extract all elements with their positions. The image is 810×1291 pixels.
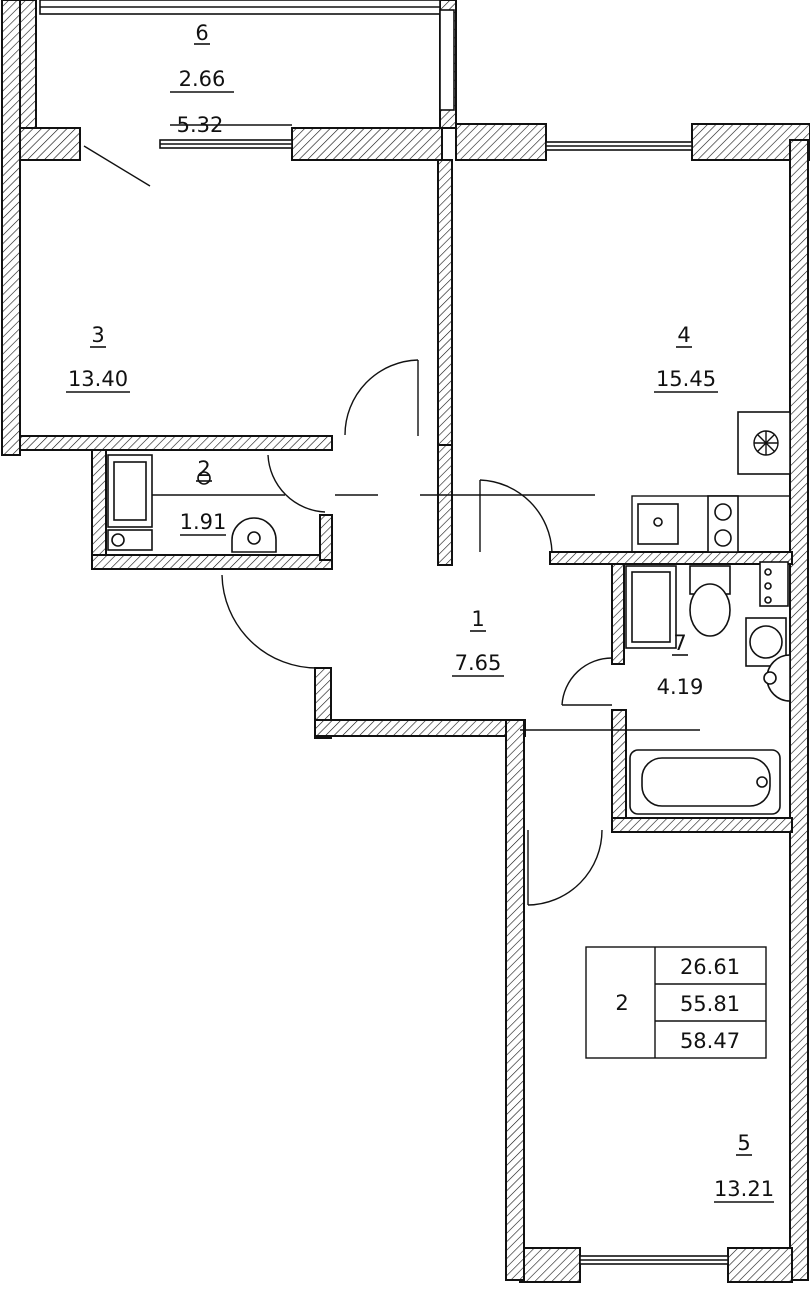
wall-room2-bottom (91, 554, 333, 570)
room-1-number: 1 (471, 607, 484, 631)
wall-room2-left (91, 449, 107, 569)
room-7-label: 7 4.19 (657, 631, 704, 699)
room-6-number: 6 (195, 21, 208, 45)
room-3-area: 13.40 (68, 367, 128, 391)
wall-bottom-room5-left (519, 1247, 581, 1283)
wall-bottom-room5-right (727, 1247, 793, 1283)
wall-room3-bottom (19, 435, 333, 451)
windows (39, 0, 729, 1265)
room-3-number: 3 (91, 323, 104, 347)
wall-top-room4-left (455, 123, 547, 161)
door-room4 (479, 479, 553, 553)
door-balcony (83, 145, 151, 187)
summary-living-area: 26.61 (680, 955, 740, 979)
room-4-label: 4 15.45 (654, 323, 718, 393)
door-room2 (267, 454, 326, 513)
balcony-reduced-area: 5.32 (177, 113, 224, 137)
wall-room5-left (505, 719, 525, 1281)
room-labels: 6 2.66 5.32 3 13.40 4 15.45 2 1.91 1 (66, 21, 774, 1203)
room-1-area: 7.65 (455, 651, 502, 675)
summary-table: 2 26.61 55.81 58.47 (585, 946, 767, 1059)
room-2-label: 2 1.91 (180, 457, 227, 536)
wall-room3-room4 (437, 159, 453, 446)
doors (83, 145, 613, 906)
room-4-area: 15.45 (656, 367, 716, 391)
room-7-area: 4.19 (657, 675, 704, 699)
fixtures (107, 411, 791, 815)
wall-room1-room4 (437, 444, 453, 566)
room-5-area: 13.21 (714, 1177, 774, 1201)
section-lines (150, 494, 700, 731)
room-3-label: 3 13.40 (66, 323, 130, 393)
door-room5 (527, 829, 603, 906)
room-2-area: 1.91 (180, 510, 227, 534)
wall-room7-left-bottom (611, 709, 627, 831)
door-room3 (344, 359, 419, 436)
wall-right-outer (789, 139, 809, 1281)
toilet-room7 (689, 583, 731, 637)
wall-loggia-left (19, 0, 37, 131)
room-5-label: 5 13.21 (714, 1131, 774, 1203)
wall-room1-bottom (314, 719, 526, 737)
room-1-label: 1 7.65 (452, 607, 504, 677)
wall-top-room3-right (291, 127, 443, 161)
window-loggia-side (439, 9, 455, 111)
room-4-number: 4 (677, 323, 690, 347)
wall-room7-bottom (611, 817, 793, 833)
wall-top-room3-left (19, 127, 81, 161)
room-6-label: 6 2.66 5.32 (170, 21, 234, 137)
room-7-number: 7 (673, 631, 686, 655)
room-5-number: 5 (737, 1131, 750, 1155)
summary-total-area: 55.81 (680, 992, 740, 1016)
wall-room7-left-top (611, 563, 625, 665)
summary-total-area-with-balcony: 58.47 (680, 1029, 740, 1053)
wall-left-outer (1, 0, 21, 456)
wall-room4-bottom (549, 551, 793, 565)
wall-room2-right (319, 514, 333, 561)
room-6-area: 2.66 (179, 67, 226, 91)
panel (759, 561, 789, 607)
summary-rooms-count: 2 (615, 991, 628, 1015)
door-room1 (221, 574, 319, 669)
room-2-number: 2 (197, 457, 210, 481)
door-room7 (561, 657, 613, 706)
